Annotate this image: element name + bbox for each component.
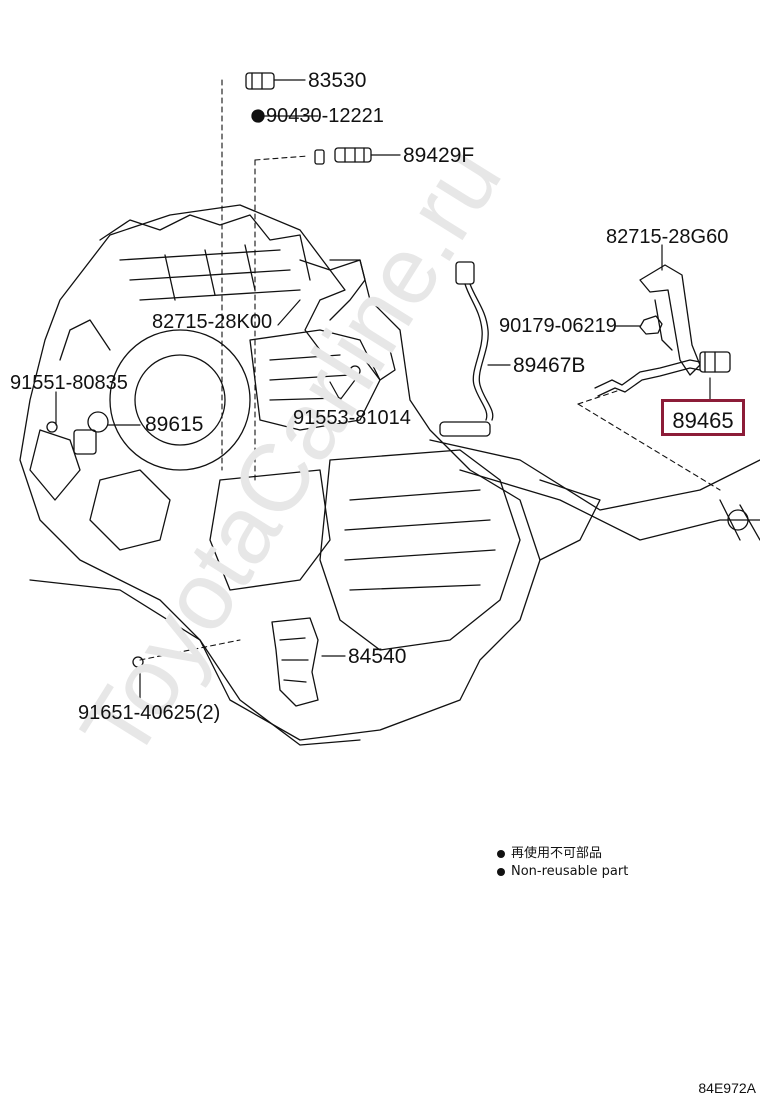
oxygen-sensor-89465 <box>594 351 731 397</box>
part-label-89615[interactable]: 89615 <box>145 413 204 436</box>
part-label-89465[interactable]: 89465 <box>672 408 734 433</box>
engine-outline <box>19 204 760 746</box>
highlight-box-89465[interactable]: 89465 <box>661 399 745 436</box>
part-label-90430-12221[interactable]: 90430-12221 <box>266 105 384 127</box>
part-label-82715-28g60[interactable]: 82715-28G60 <box>606 226 729 248</box>
oxygen-sensor-89467b <box>439 261 494 437</box>
part-label-83530[interactable]: 83530 <box>308 69 367 92</box>
nut-90179 <box>639 315 663 335</box>
knock-sensor-89615 <box>46 411 109 455</box>
part-label-91651-40625[interactable]: 91651-40625(2) <box>78 702 221 724</box>
switch-84540 <box>132 617 319 707</box>
part-label-89467b[interactable]: 89467B <box>513 354 586 377</box>
legend-english: Non-reusable part <box>511 864 629 879</box>
bolt-91553 <box>349 365 361 377</box>
part-label-91551-80835[interactable]: 91551-80835 <box>10 372 128 394</box>
part-label-90179-06219[interactable]: 90179-06219 <box>499 315 617 337</box>
leader-lines <box>55 79 711 701</box>
bullet-icon <box>497 850 505 858</box>
part-label-84540[interactable]: 84540 <box>348 645 407 668</box>
dashed-leaders <box>139 79 721 661</box>
non-reusable-dot <box>251 109 265 123</box>
legend: 再使用不可部品 Non-reusable part <box>497 845 628 881</box>
bracket-82715-28g60 <box>639 264 701 376</box>
part-label-82715-28k00[interactable]: 82715-28K00 <box>152 311 273 333</box>
part-label-89429f[interactable]: 89429F <box>403 144 475 167</box>
legend-chinese: 再使用不可部品 <box>511 846 603 861</box>
bullet-icon <box>497 868 505 876</box>
sensor-89429f <box>314 147 372 165</box>
sensor-83530 <box>245 72 275 90</box>
diagram-code: 84E972A <box>698 1080 756 1096</box>
part-label-91553-81014[interactable]: 91553-81014 <box>293 407 411 429</box>
